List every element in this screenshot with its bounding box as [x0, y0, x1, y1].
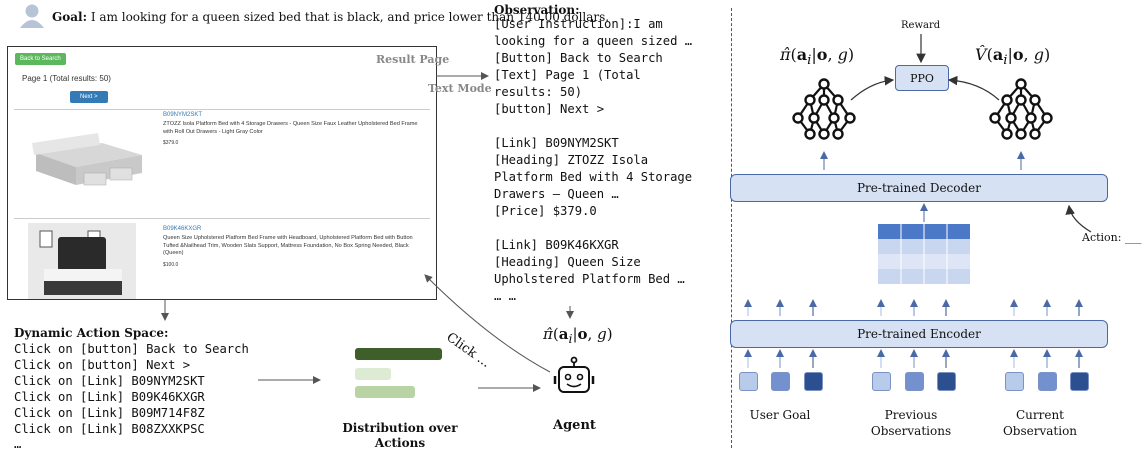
observation-line: Upholstered Platform Bed …	[494, 272, 685, 286]
distribution-label: Distribution over Actions	[342, 421, 458, 450]
observation-line: [Link] B09K46KXGR	[494, 238, 619, 252]
token-square	[872, 372, 891, 391]
observation-line: [Price] $379.0	[494, 204, 597, 218]
section-divider	[731, 8, 732, 448]
agent-label: Agent	[553, 418, 596, 433]
next-button[interactable]: Next >	[70, 91, 108, 103]
observation-line: [User Instruction]:I am	[494, 17, 663, 31]
observation-line: … …	[494, 289, 517, 303]
observation-line: [Button] Back to Search	[494, 51, 663, 65]
pretrained-decoder-box: Pre-trained Decoder	[730, 174, 1108, 202]
action-line: Click on [Link] B09K46KXGR	[14, 390, 205, 404]
action-line: Click on [button] Next >	[14, 358, 191, 372]
result-page-screenshot: Back to Search Page 1 (Total results: 50…	[7, 46, 437, 300]
token-square	[937, 372, 956, 391]
user-goal-label: User Goal	[749, 408, 811, 422]
token-square	[771, 372, 790, 391]
distribution-bar	[355, 368, 391, 380]
value-head-label: V̂(ai|o, g)	[975, 45, 1051, 69]
goal-value: I am looking for a queen sized bed that …	[90, 10, 610, 24]
action-line: Click on [Link] B08ZXXKPSC	[14, 422, 205, 436]
product-asin-link[interactable]: B09NYM2SKT	[163, 112, 203, 118]
observation-title: Observation:	[494, 3, 580, 17]
observation-line: [Link] B09NYM2SKT	[494, 136, 619, 150]
action-line: Click on [button] Back to Search	[14, 342, 249, 356]
divider	[14, 109, 430, 110]
action-line: …	[14, 437, 22, 451]
token-square	[804, 372, 823, 391]
product-title: ZTOZZ Isola Platform Bed with 4 Storage …	[163, 121, 418, 135]
observation-line: [Text] Page 1 (Total	[494, 68, 641, 82]
product-price: $100.0	[163, 262, 179, 268]
pretrained-encoder-box: Pre-trained Encoder	[730, 320, 1108, 348]
observation-line: Drawers – Queen …	[494, 187, 619, 201]
token-square	[1005, 372, 1024, 391]
action-line: Click on [Link] B09M714F8Z	[14, 406, 205, 420]
text-mode-label: Text Mode	[428, 82, 492, 95]
policy-formula: π̂(ai|o, g)	[543, 325, 613, 346]
left-connectors	[161, 72, 574, 392]
distribution-bar	[355, 386, 415, 398]
back-to-search-button[interactable]: Back to Search	[15, 53, 66, 65]
token-square	[739, 372, 758, 391]
action-space-title: Dynamic Action Space:	[14, 326, 169, 340]
product-asin-link[interactable]: B09K46KXGR	[163, 226, 202, 232]
observation-line: [Heading] ZTOZZ Isola	[494, 153, 649, 167]
goal-label: Goal:	[52, 10, 88, 24]
robot-agent-icon	[553, 356, 595, 393]
right-diagram-graphics	[744, 34, 1092, 368]
distribution-bar	[355, 348, 442, 360]
observation-line: [button] Next >	[494, 102, 605, 116]
token-square	[1070, 372, 1089, 391]
token-square	[905, 372, 924, 391]
action-label: Action: ___	[1082, 231, 1142, 244]
user-avatar-icon	[20, 4, 44, 28]
embedding-grid	[878, 224, 970, 284]
goal-text: Goal: I am looking for a queen sized bed…	[52, 10, 609, 24]
product-price: $379.0	[163, 140, 179, 146]
policy-network-icon	[792, 78, 856, 140]
divider	[14, 218, 430, 219]
value-network-icon	[989, 78, 1053, 140]
policy-head-label: π̂(ai|o, g)	[780, 45, 855, 69]
reward-label: Reward	[901, 20, 941, 31]
current-observation-label: Current Observation	[1002, 408, 1078, 438]
ppo-box: PPO	[895, 65, 949, 91]
observation-line: Platform Bed with 4 Storage	[494, 170, 693, 184]
product-image-black-bed	[28, 223, 136, 299]
previous-observations-label: Previous Observations	[870, 408, 952, 438]
result-page-label: Result Page	[376, 53, 450, 66]
product-title: Queen Size Upholstered Platform Bed Fram…	[163, 235, 413, 256]
observation-line: results: 50)	[494, 85, 583, 99]
action-line: Click on [Link] B09NYM2SKT	[14, 374, 205, 388]
product-image-gray-bed	[32, 133, 142, 186]
token-square	[1038, 372, 1057, 391]
observation-line: [Heading] Queen Size	[494, 255, 641, 269]
observation-line: looking for a queen sized …	[494, 34, 693, 48]
page-info-text: Page 1 (Total results: 50)	[22, 74, 111, 83]
